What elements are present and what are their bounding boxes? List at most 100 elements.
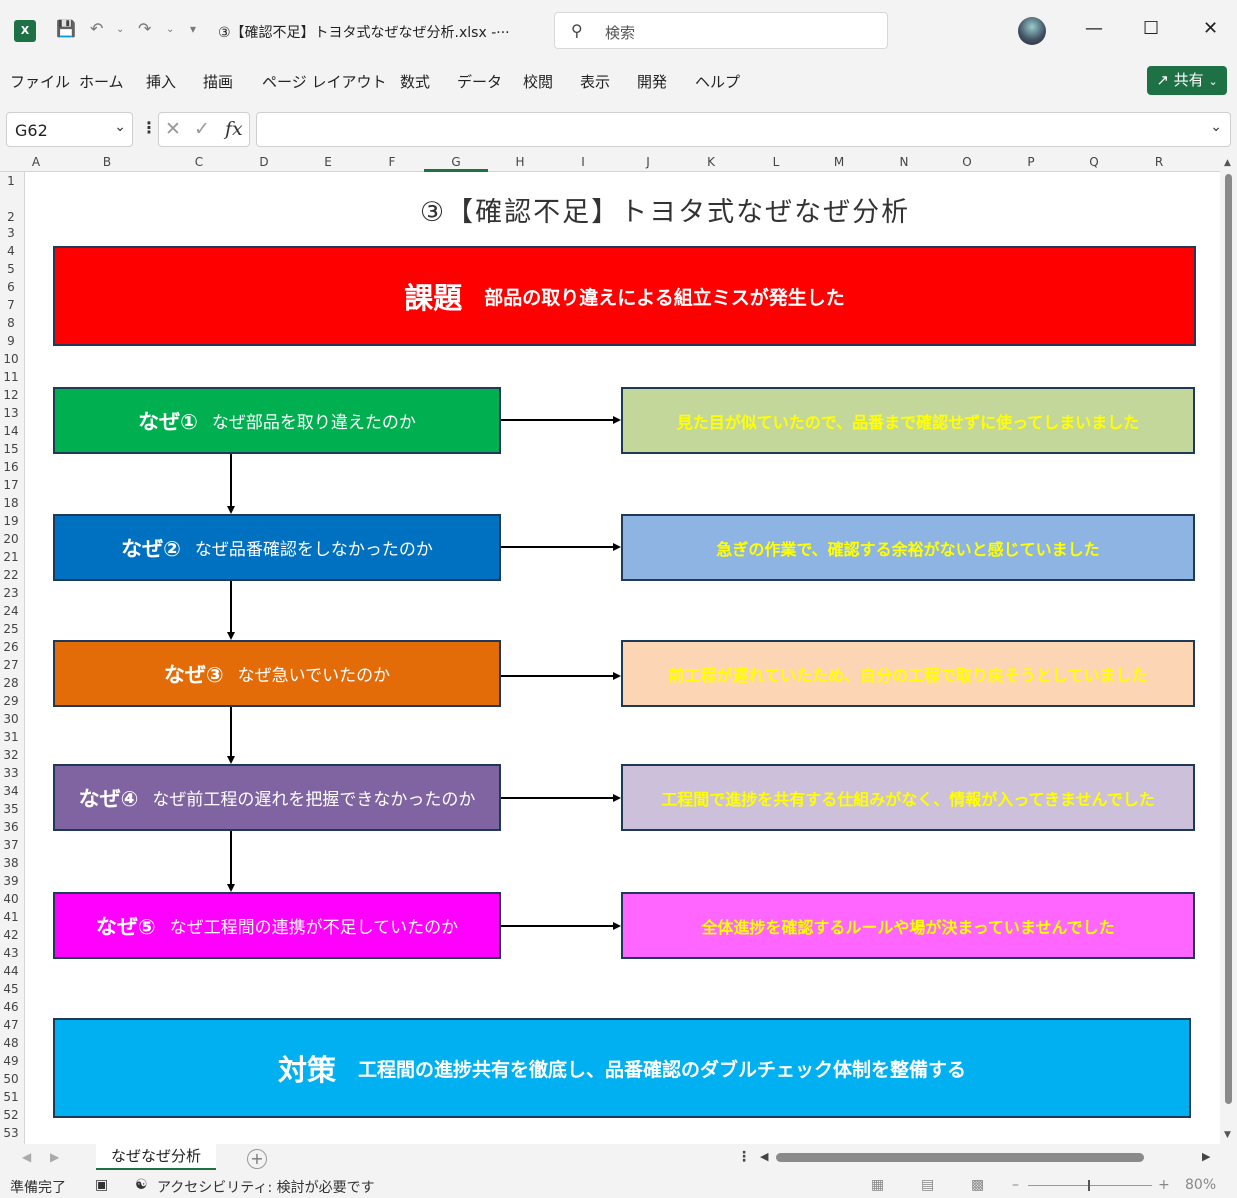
menu-developer[interactable]: 開発 <box>637 73 668 91</box>
row-header[interactable]: 37 <box>3 838 19 852</box>
row-header[interactable]: 53 <box>3 1126 19 1140</box>
column-header[interactable]: F <box>388 155 396 169</box>
menu-page-layout[interactable]: ページ レイアウト <box>262 73 387 91</box>
row-header[interactable]: 19 <box>3 514 19 528</box>
column-header[interactable]: I <box>581 155 585 169</box>
row-header[interactable]: 20 <box>3 532 19 546</box>
zoom-out-icon[interactable]: – <box>1012 1177 1019 1193</box>
menu-view[interactable]: 表示 <box>580 73 611 91</box>
answer-box-5[interactable]: 全体進捗を確認するルールや場が決まっていませんでした <box>621 892 1195 959</box>
row-header[interactable]: 29 <box>3 694 19 708</box>
menu-insert[interactable]: 挿入 <box>146 73 177 91</box>
column-header[interactable]: C <box>194 155 204 169</box>
macro-record-icon[interactable]: ▣ <box>95 1177 109 1193</box>
scroll-left-icon[interactable]: ◀ <box>760 1150 769 1163</box>
row-header[interactable]: 42 <box>3 928 19 942</box>
scroll-thumb[interactable] <box>776 1153 1144 1162</box>
more-options-icon[interactable]: ⋮ <box>141 118 157 137</box>
minimize-icon[interactable]: — <box>1085 18 1103 39</box>
close-icon[interactable]: ✕ <box>1203 18 1219 39</box>
why-box-4[interactable]: なぜ④ なぜ前工程の遅れを把握できなかったのか <box>53 764 501 831</box>
row-header[interactable]: 16 <box>3 460 19 474</box>
accessibility-status[interactable]: アクセシビリティ: 検討が必要です <box>157 1180 375 1196</box>
formula-input[interactable]: ⌄ <box>256 112 1231 147</box>
row-header[interactable]: 33 <box>3 766 19 780</box>
row-header[interactable]: 5 <box>7 262 15 276</box>
scroll-down-icon[interactable]: ▼ <box>1224 1130 1231 1140</box>
countermeasure-box[interactable]: 対策 工程間の進捗共有を徹底し、品番確認のダブルチェック体制を整備する <box>53 1018 1191 1118</box>
scroll-right-icon[interactable]: ▶ <box>1202 1150 1211 1163</box>
menu-review[interactable]: 校閲 <box>523 73 554 91</box>
row-header[interactable]: 46 <box>3 1000 19 1014</box>
row-header[interactable]: 34 <box>3 784 19 798</box>
why-box-1[interactable]: なぜ① なぜ部品を取り違えたのか <box>53 387 501 454</box>
row-header[interactable]: 35 <box>3 802 19 816</box>
sheet-tab-active[interactable]: なぜなぜ分析 <box>96 1144 216 1170</box>
row-header[interactable]: 51 <box>3 1090 19 1104</box>
issue-box[interactable]: 課題 部品の取り違えによる組立ミスが発生した <box>53 246 1196 346</box>
answer-box-1[interactable]: 見た目が似ていたので、品番まで確認せずに使ってしまいました <box>621 387 1195 454</box>
row-header[interactable]: 10 <box>3 352 19 366</box>
column-header[interactable]: R <box>1154 155 1164 169</box>
expand-formula-icon[interactable]: ⌄ <box>1210 119 1222 135</box>
search-box[interactable]: ⚲ 検索 <box>554 12 888 49</box>
maximize-icon[interactable]: ☐ <box>1143 18 1160 39</box>
column-header[interactable]: Q <box>1089 155 1099 169</box>
row-header[interactable]: 14 <box>3 424 19 438</box>
menu-file[interactable]: ファイル <box>10 73 71 91</box>
column-header[interactable]: L <box>772 155 780 169</box>
column-header[interactable]: J <box>646 155 650 169</box>
row-header[interactable]: 15 <box>3 442 19 456</box>
zoom-slider-handle[interactable] <box>1088 1180 1090 1191</box>
name-box[interactable]: G62 ⌄ <box>6 112 133 147</box>
row-header[interactable]: 47 <box>3 1018 19 1032</box>
row-header[interactable]: 50 <box>3 1072 19 1086</box>
column-header[interactable]: M <box>833 155 845 169</box>
enter-icon[interactable]: ✓ <box>194 118 210 140</box>
scroll-up-icon[interactable]: ▲ <box>1224 158 1231 168</box>
save-icon[interactable]: 💾 <box>56 19 76 38</box>
answer-box-3[interactable]: 前工程が遅れていたため、自分の工程で取り戻そうとしていました <box>621 640 1195 707</box>
row-header[interactable]: 17 <box>3 478 19 492</box>
row-header[interactable]: 13 <box>3 406 19 420</box>
row-header[interactable]: 32 <box>3 748 19 762</box>
vertical-scrollbar[interactable]: ▲ ▼ <box>1220 154 1237 1144</box>
zoom-in-icon[interactable]: + <box>1158 1177 1170 1193</box>
row-header[interactable]: 31 <box>3 730 19 744</box>
row-header[interactable]: 39 <box>3 874 19 888</box>
row-header[interactable]: 26 <box>3 640 19 654</box>
row-header[interactable]: 52 <box>3 1108 19 1122</box>
why-box-2[interactable]: なぜ② なぜ品番確認をしなかったのか <box>53 514 501 581</box>
row-header[interactable]: 38 <box>3 856 19 870</box>
row-header[interactable]: 49 <box>3 1054 19 1068</box>
row-header[interactable]: 18 <box>3 496 19 510</box>
row-header[interactable]: 22 <box>3 568 19 582</box>
normal-view-icon[interactable]: ▦ <box>871 1177 885 1193</box>
row-header[interactable]: 21 <box>3 550 19 564</box>
answer-box-4[interactable]: 工程間で進捗を共有する仕組みがなく、情報が入ってきませんでした <box>621 764 1195 831</box>
row-header[interactable]: 1 <box>7 174 15 188</box>
chevron-down-icon[interactable]: ⌄ <box>114 119 126 135</box>
column-header[interactable]: K <box>707 155 715 169</box>
more-options-icon[interactable]: ⋮ <box>737 1149 751 1165</box>
menu-help[interactable]: ヘルプ <box>695 73 741 91</box>
column-header[interactable]: D <box>259 155 269 169</box>
menu-data[interactable]: データ <box>457 73 503 91</box>
page-break-view-icon[interactable]: ▩ <box>971 1177 985 1193</box>
add-sheet-button[interactable]: + <box>247 1149 267 1169</box>
insert-function-icon[interactable]: fx <box>225 118 243 140</box>
column-header[interactable]: G <box>451 155 461 169</box>
scroll-thumb[interactable] <box>1225 174 1232 1104</box>
accessibility-icon[interactable]: ☯ <box>135 1177 148 1193</box>
page-layout-view-icon[interactable]: ▤ <box>921 1177 935 1193</box>
zoom-level[interactable]: 80% <box>1185 1177 1217 1193</box>
why-box-3[interactable]: なぜ③ なぜ急いでいたのか <box>53 640 501 707</box>
undo-icon[interactable]: ↶ <box>90 19 104 38</box>
row-header[interactable]: 36 <box>3 820 19 834</box>
column-header[interactable]: B <box>102 155 112 169</box>
column-header[interactable]: H <box>515 155 525 169</box>
row-header[interactable]: 45 <box>3 982 19 996</box>
row-header[interactable]: 24 <box>3 604 19 618</box>
row-header[interactable]: 28 <box>3 676 19 690</box>
